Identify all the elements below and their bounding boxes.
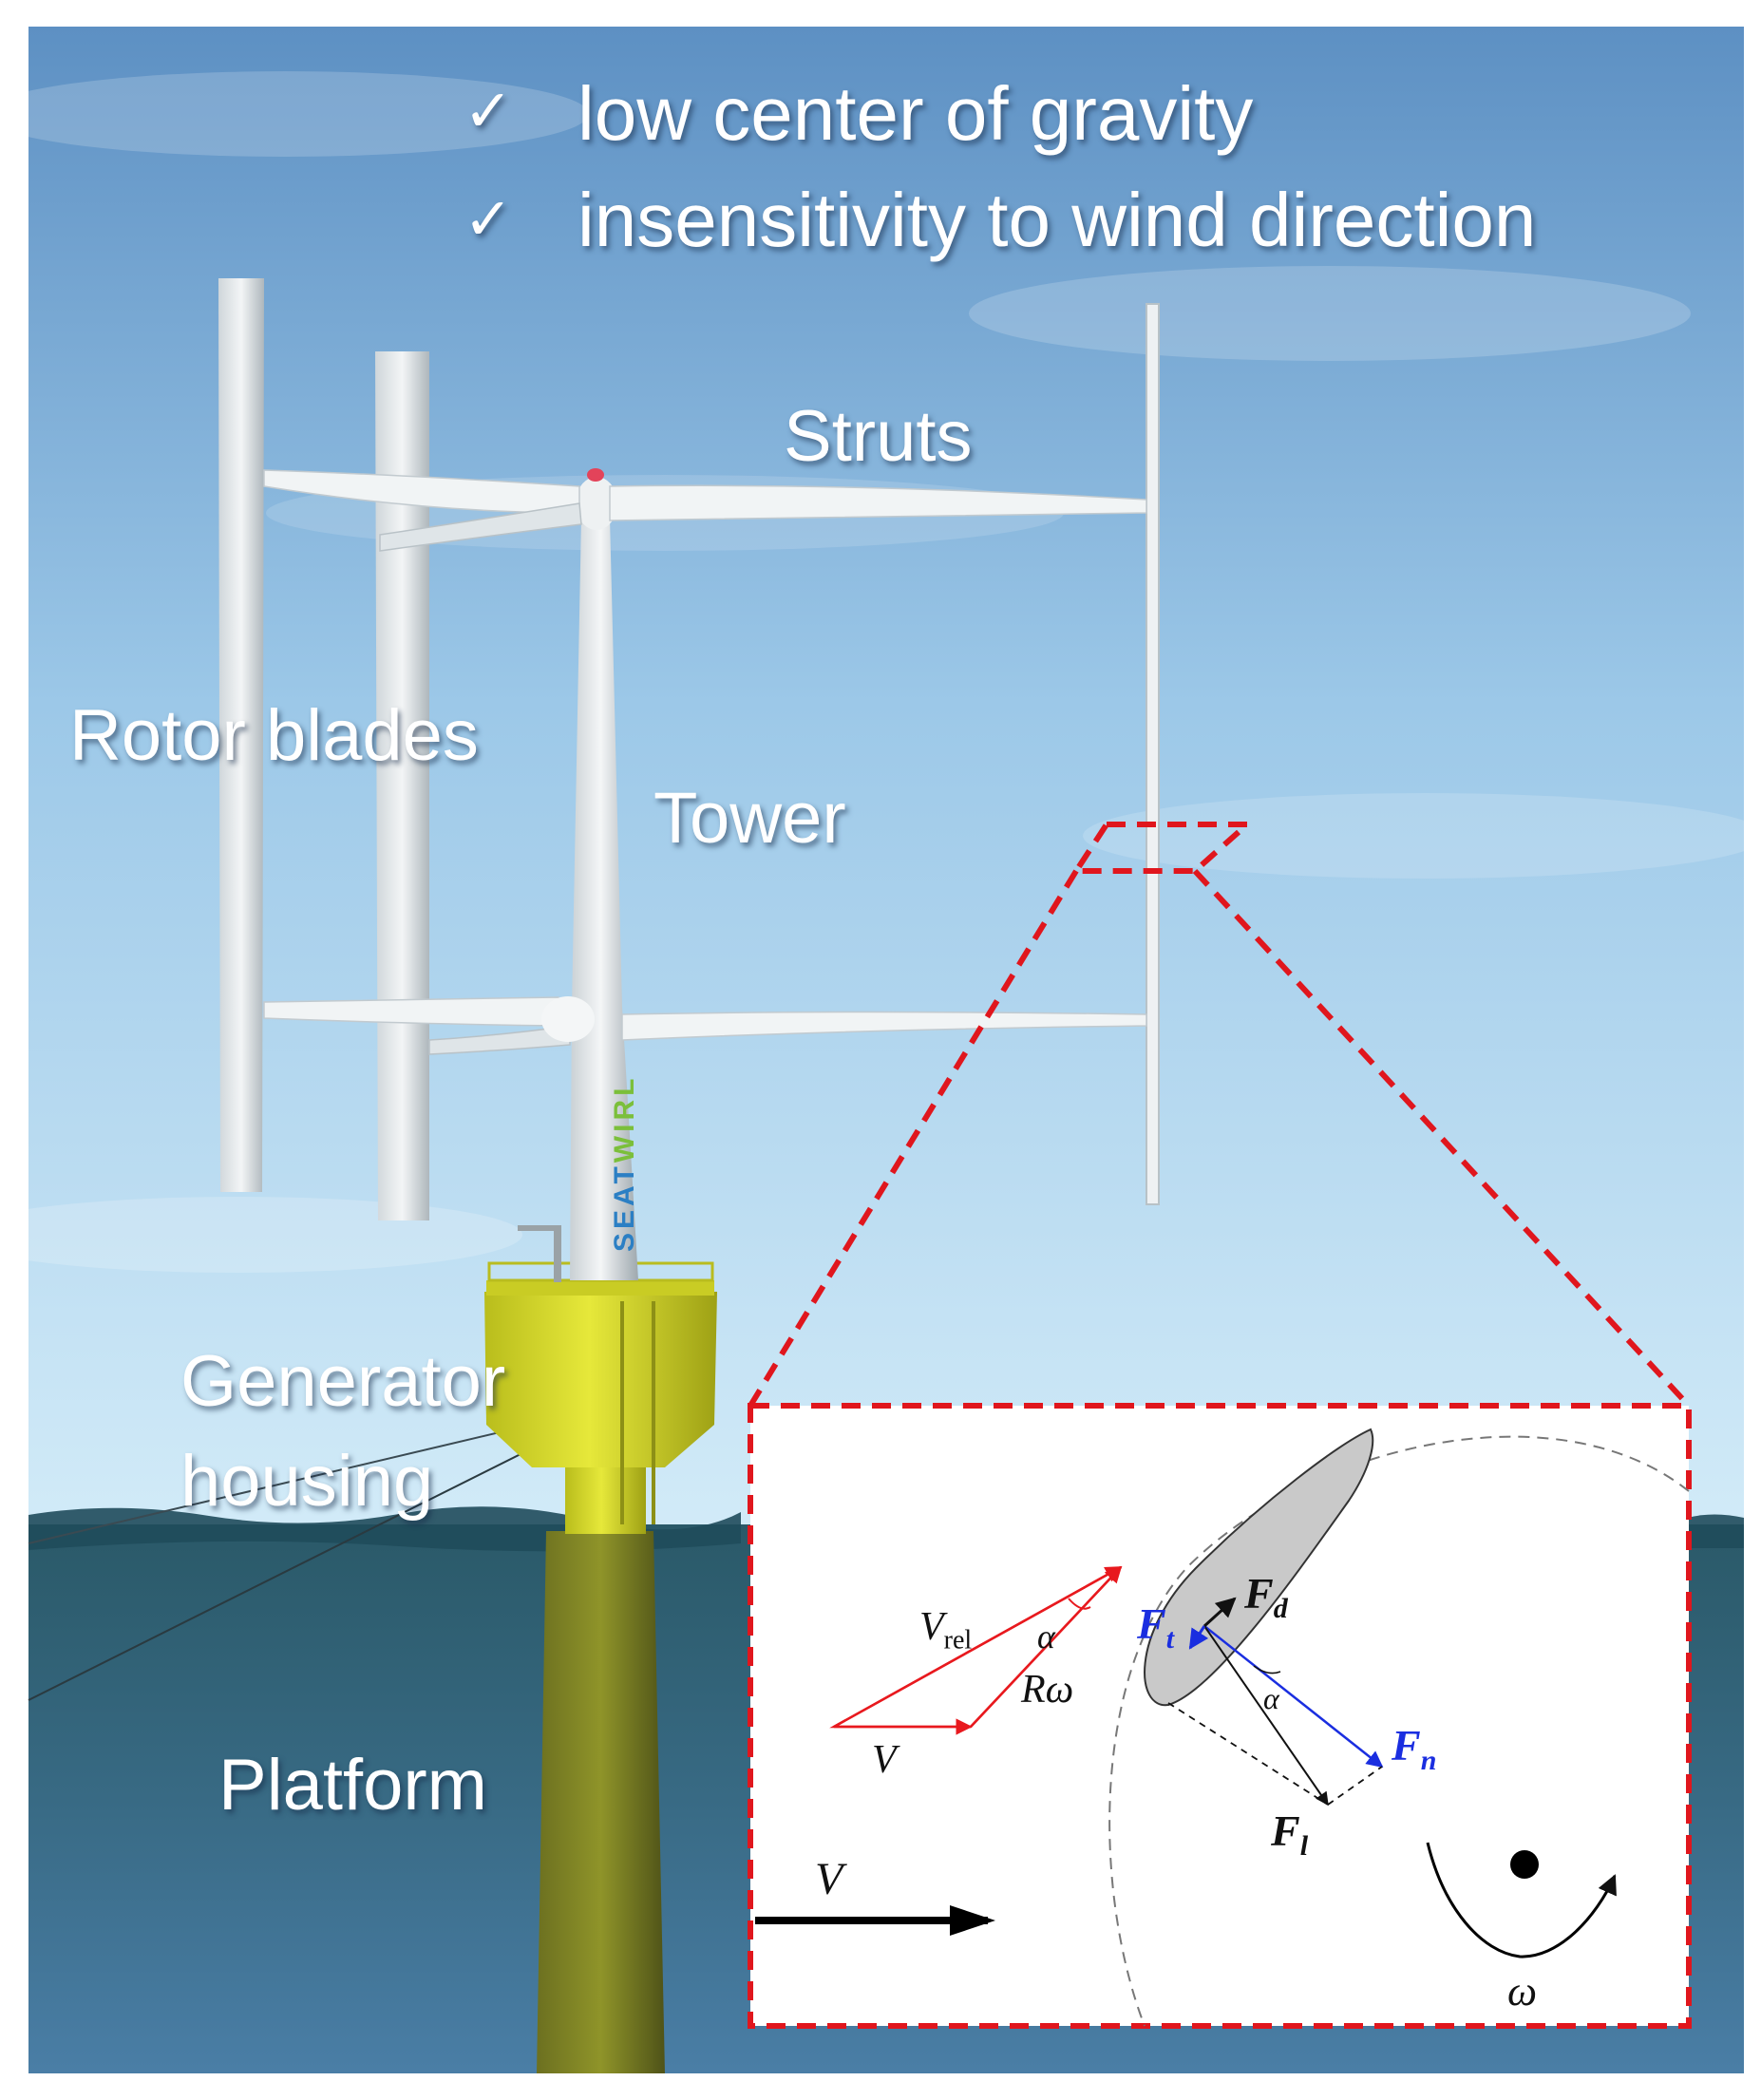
label-v-rel: Vrel <box>919 1607 972 1654</box>
label-f-t: Ft <box>1137 1602 1174 1654</box>
brand-part2: WIRL <box>609 1074 640 1164</box>
mooring-line <box>28 1433 561 1701</box>
sea-surface-right <box>1681 1514 1744 1548</box>
label-generator-housing-line1: Generator <box>180 1341 506 1422</box>
f-t-subscript: t <box>1165 1623 1175 1655</box>
label-r-omega: Rω <box>1021 1668 1074 1712</box>
rotor-blade-right <box>1146 303 1160 1205</box>
v-rel-symbol: V <box>919 1605 944 1649</box>
tower <box>570 518 638 1280</box>
label-rotor-blades: Rotor blades <box>69 695 479 776</box>
f-l-symbol: F <box>1271 1807 1300 1855</box>
zoom-callout <box>748 822 1692 1409</box>
brand-part1: SEAT <box>609 1163 640 1252</box>
feature-low-center-of-gravity: low center of gravity <box>578 71 1254 156</box>
f-d-symbol: F <box>1244 1569 1274 1618</box>
rotor-path-circle <box>1108 1435 1690 2027</box>
v-rel-arrow <box>833 1565 1123 1729</box>
cloud <box>0 71 589 157</box>
v-rel-subscript: rel <box>943 1625 973 1655</box>
callout-section-marker <box>1070 822 1255 874</box>
label-f-l: Fl <box>1271 1809 1308 1861</box>
label-f-n: Fn <box>1392 1724 1436 1775</box>
crane <box>554 1225 561 1282</box>
f-n-symbol: F <box>1392 1721 1421 1769</box>
projection-line <box>1327 1766 1383 1806</box>
strut-upper-back <box>379 502 582 552</box>
f-d-subscript: d <box>1273 1593 1288 1625</box>
label-alpha-triangle: α <box>1037 1618 1055 1655</box>
crane <box>518 1225 561 1231</box>
label-struts: Struts <box>784 396 973 477</box>
strut-joint <box>541 996 595 1042</box>
label-omega: ω <box>1507 1968 1538 2015</box>
f-d-arrow <box>1202 1597 1237 1628</box>
f-n-subscript: n <box>1420 1745 1437 1777</box>
label-v-triangle: V <box>872 1738 897 1782</box>
strut-upper-right <box>609 484 1147 521</box>
label-generator-housing-line2: housing <box>180 1441 434 1522</box>
platform-submerged <box>537 1531 665 2073</box>
alpha-arc-force <box>1253 1665 1281 1674</box>
label-tower: Tower <box>653 778 846 859</box>
inset-panel <box>748 1403 1692 2029</box>
tower-hub <box>576 477 617 530</box>
mooring-line <box>28 1424 533 1544</box>
f-n-arrow <box>1203 1625 1384 1769</box>
sky-background <box>28 27 1744 1532</box>
f-l-subscript: l <box>1299 1830 1309 1863</box>
check-icon: ✓ <box>464 184 513 254</box>
cloud <box>1083 793 1761 879</box>
f-t-arrow <box>1188 1625 1209 1650</box>
rotor-blade-left <box>218 278 264 1192</box>
callout-line-left <box>748 869 1079 1408</box>
check-icon: ✓ <box>464 76 513 145</box>
label-alpha-force: α <box>1263 1681 1279 1715</box>
alpha-arc-triangle <box>1068 1598 1091 1610</box>
f-l-arrow <box>1203 1625 1329 1807</box>
f-t-symbol: F <box>1137 1599 1166 1648</box>
r-omega-arrow <box>970 1565 1123 1728</box>
rotation-arrow <box>1426 1842 1617 1958</box>
rotor-axis-dot <box>1510 1850 1539 1879</box>
seatwirl-brand: SEATWIRL <box>609 1075 641 1252</box>
label-f-d: Fd <box>1244 1572 1288 1623</box>
generator-housing-body <box>484 1292 717 1467</box>
label-platform: Platform <box>218 1745 487 1826</box>
beacon <box>587 468 604 482</box>
inset-drawing <box>755 1428 1690 2027</box>
strut-lower-right <box>621 1011 1147 1041</box>
label-wind-v: V <box>815 1854 843 1904</box>
feature-wind-direction-insensitivity: insensitivity to wind direction <box>578 178 1537 262</box>
wind-arrowhead <box>950 1905 995 1936</box>
strut-lower-back <box>428 1025 571 1055</box>
cloud <box>969 266 1691 361</box>
generator-housing-deck <box>486 1280 714 1296</box>
